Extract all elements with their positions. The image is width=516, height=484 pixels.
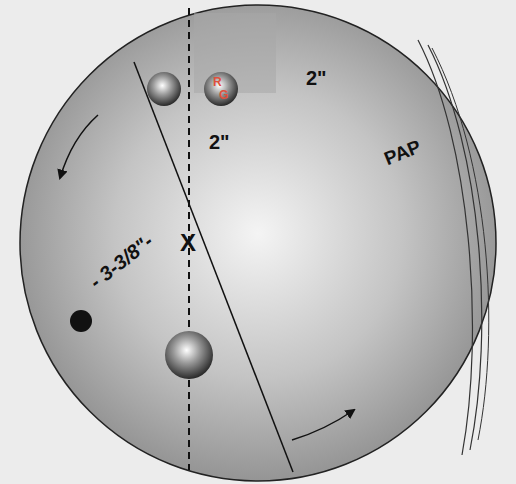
- thumb-hole: [165, 331, 213, 379]
- pap-line: [418, 40, 472, 455]
- pap-line: [432, 48, 489, 440]
- hole-letter: G: [219, 89, 228, 101]
- pap-line: [428, 45, 482, 450]
- balance-hole: [70, 310, 92, 332]
- rotation-arrow: [292, 410, 354, 440]
- hole-letter: R: [213, 76, 222, 88]
- dimension-label: 2": [209, 132, 230, 152]
- finger-hole: [147, 72, 181, 106]
- intersection-mark: X: [180, 231, 196, 255]
- dimension-label: 2": [306, 68, 327, 88]
- axis-line: [134, 62, 293, 472]
- ball: [20, 5, 496, 481]
- rotation-arrow: [60, 115, 98, 178]
- finger-hole: [204, 72, 238, 106]
